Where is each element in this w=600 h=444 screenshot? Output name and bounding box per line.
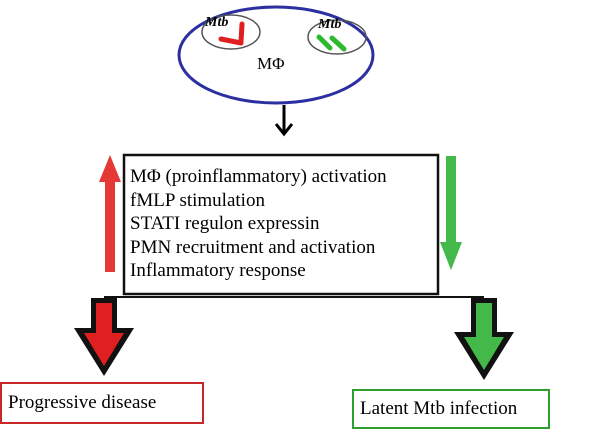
process-box-text: MΦ (proinflammatory) activation fMLP sti… xyxy=(130,165,435,283)
mtb-red-label: Mtb xyxy=(205,15,229,30)
mtb-green-label: Mtb xyxy=(318,17,342,32)
mtb-green-rod-1 xyxy=(316,34,333,51)
outcome-latent-infection: Latent Mtb infection xyxy=(352,389,550,429)
macrophage-label: MΦ xyxy=(257,54,285,73)
right-outcome-arrow-fill xyxy=(464,303,504,370)
process-line-5: Inflammatory response xyxy=(130,260,306,281)
mtb-red-rod-2 xyxy=(238,21,245,45)
green-down-arrow-head xyxy=(440,242,462,270)
process-line-1: MΦ (proinflammatory) activation xyxy=(130,166,387,187)
process-box xyxy=(122,153,440,296)
macrophage-cell xyxy=(177,5,375,105)
mtb-red-ring xyxy=(201,14,261,50)
down-arrow-head xyxy=(274,123,294,137)
mtb-green-ring xyxy=(307,19,367,55)
mtb-red-rod-1 xyxy=(218,36,244,46)
red-up-arrow-shaft xyxy=(105,180,115,272)
left-outcome-arrow-fill xyxy=(84,303,124,366)
outcome-progressive-disease: Progressive disease xyxy=(0,382,204,424)
process-line-2: fMLP stimulation xyxy=(130,189,265,211)
red-up-arrow-head xyxy=(99,155,121,182)
outcome-latent-infection-label: Latent Mtb infection xyxy=(360,398,518,419)
outcome-progressive-disease-label: Progressive disease xyxy=(8,392,157,413)
green-down-arrow-shaft xyxy=(446,156,456,246)
process-line-3: STATI regulon expressin xyxy=(130,213,320,234)
mtb-green-rod-2 xyxy=(329,35,347,52)
process-line-4: PMN recruitment and activation xyxy=(130,236,376,258)
